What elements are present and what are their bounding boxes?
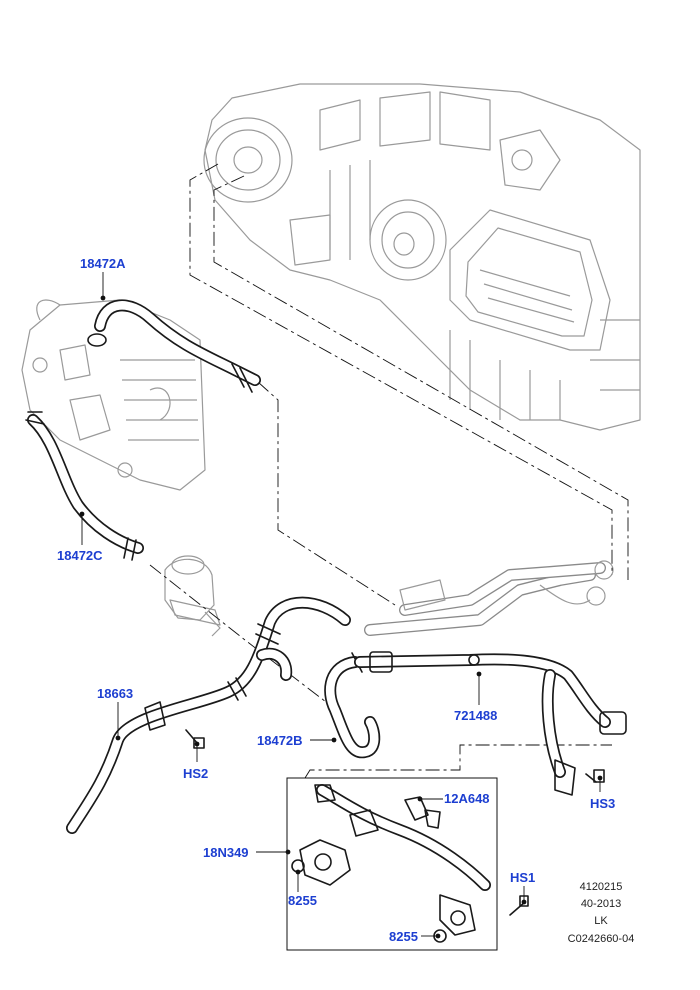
heater-pipe-assembly-illustration: [364, 560, 614, 636]
callout-18472a: 18472A: [80, 256, 126, 271]
hvac-unit-illustration: [203, 83, 641, 431]
callout-12a648: 12A648: [444, 791, 490, 806]
hose-18663: [66, 596, 351, 834]
callout-18n349: 18N349: [203, 845, 249, 860]
callout-18663: 18663: [97, 686, 133, 701]
bolt-hs1-illustration: [509, 895, 529, 916]
bolt-hs3-illustration: [585, 769, 605, 783]
callout-18472c: 18472C: [57, 548, 103, 563]
hose-18472a: [87, 299, 261, 393]
hose-18472b: [324, 652, 381, 759]
callout-hs3: HS3: [590, 796, 615, 811]
callout-8255-upper: 8255: [288, 893, 317, 908]
coolant-valve-illustration: [164, 555, 221, 637]
callout-18472b: 18472B: [257, 733, 303, 748]
info-line-2: 40-2013: [581, 898, 621, 910]
callout-721488: 721488: [454, 708, 497, 723]
info-line-4: C0242660-04: [568, 933, 635, 945]
leader-lines: [79, 272, 603, 939]
bolt-hs2-illustration: [185, 729, 205, 749]
connection-lines: [149, 163, 629, 779]
auxiliary-heater-illustration: [21, 299, 206, 491]
callout-8255-lower: 8255: [389, 929, 418, 944]
callout-hs1: HS1: [510, 870, 535, 885]
callout-hs2: HS2: [183, 766, 208, 781]
bracket-assembly-box: [286, 777, 498, 951]
info-block: 4120215 40-2013 LK C0242660-04: [568, 881, 635, 945]
info-line-1: 4120215: [580, 881, 623, 893]
hose-18472c: [25, 411, 144, 561]
pipe-721488: [354, 651, 627, 796]
info-line-3: LK: [594, 915, 608, 927]
